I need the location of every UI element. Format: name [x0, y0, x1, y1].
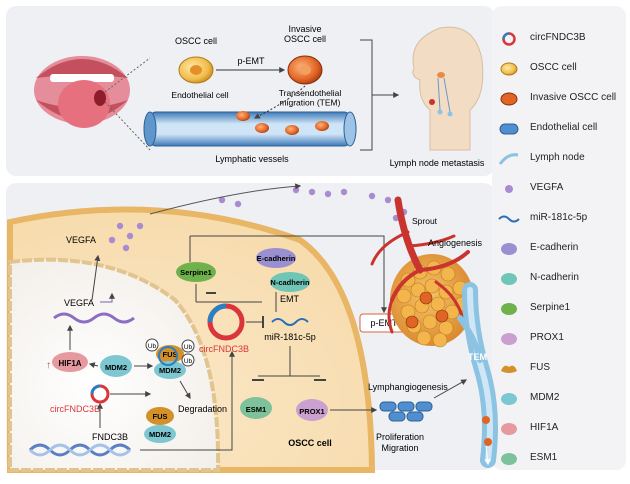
hif1a-icon	[501, 423, 517, 435]
legend-item: Lymph node	[498, 148, 628, 178]
oscc-cell-bottom-label: OSCC cell	[288, 438, 332, 448]
svg-text:E-cadherin: E-cadherin	[257, 254, 296, 263]
legend-item: OSCC cell	[498, 58, 628, 88]
mir-181c-5p-strand	[271, 318, 309, 326]
tumor-lesion	[94, 90, 106, 106]
svg-text:ESM1: ESM1	[246, 405, 266, 414]
circrna-ring-icon	[502, 32, 516, 46]
blood-vessels	[370, 196, 470, 334]
circfndc3b-cytoplasm-label: circFNDC3B	[199, 344, 249, 354]
prox1-icon	[501, 333, 517, 345]
up-arrow-icon: ↑	[46, 360, 51, 371]
hif1a-label: HIF1A	[58, 359, 81, 368]
legend-item: Invasive OSCC cell	[498, 88, 628, 118]
mdm2-protein-a: MDM2	[100, 355, 132, 377]
hif1a-protein: HIF1A	[52, 352, 88, 372]
legend-item: FUS	[498, 358, 628, 388]
legend-item: Serpine1	[498, 298, 628, 328]
head-silhouette	[412, 26, 484, 151]
serpine1-icon	[501, 303, 517, 315]
vegfa-dot-icon	[505, 185, 513, 193]
mdm2-icon	[501, 393, 517, 405]
endothelial-cluster	[379, 401, 433, 422]
n-cadherin-icon	[501, 273, 517, 285]
esm1-protein: ESM1	[240, 397, 272, 419]
sprout-label: Sprout	[412, 216, 438, 226]
endothelial-cell-label: Endothelial cell	[171, 90, 228, 100]
proliferation-label: Proliferation	[376, 432, 424, 442]
legend-item: HIF1A	[498, 418, 628, 448]
degradation-label: Degradation	[178, 404, 227, 414]
legend-item: circFNDC3B	[498, 28, 628, 58]
lymphatic-vessel-bottom	[457, 282, 498, 468]
svg-text:MDM2: MDM2	[105, 363, 127, 372]
lymph-node-icon	[498, 153, 519, 165]
legend-item: MDM2	[498, 388, 628, 418]
esm1-icon	[501, 453, 517, 465]
legend-item: ESM1	[498, 448, 628, 478]
legend-item: miR-181c-5p	[498, 208, 628, 238]
serpine1-protein: Serpine1	[176, 262, 216, 282]
svg-text:N-cadherin: N-cadherin	[270, 278, 310, 287]
emt-label: EMT	[280, 294, 300, 304]
vegfa-outside-label: VEGFA	[66, 235, 96, 245]
svg-text:FUS: FUS	[153, 412, 168, 421]
prox1-protein: PROX1	[296, 399, 328, 421]
fndc3b-dna	[28, 443, 132, 457]
svg-text:Ub: Ub	[184, 344, 193, 351]
oscc-cell-icon	[500, 62, 518, 76]
svg-text:Serpine1: Serpine1	[180, 268, 212, 277]
legend-item: E-cadherin	[498, 238, 628, 268]
lymphangiogenesis-label: Lymphangiogenesis	[368, 382, 448, 392]
p-emt-label: p-EMT	[238, 56, 266, 66]
svg-text:FUS: FUS	[163, 350, 178, 359]
svg-text:Ub: Ub	[148, 343, 157, 350]
p-emt-box-label: p-EMT	[371, 318, 399, 328]
vegfa-gene-label: VEGFA	[64, 298, 94, 308]
invasive-cell-icon	[500, 92, 518, 106]
circfndc3b-cytoplasm	[207, 303, 245, 341]
migrating-cells	[236, 111, 329, 135]
angiogenesis-label: Angiogenesis	[428, 238, 483, 248]
lymphatic-vessels-label: Lymphatic vessels	[215, 154, 289, 164]
e-cadherin-protein: E-cadherin	[256, 248, 296, 268]
mirna-strand-icon	[498, 215, 520, 223]
tem-bottom-label: TEM	[468, 352, 487, 362]
mir-label: miR-181c-5p	[264, 332, 316, 342]
lymphatic-vessel	[143, 111, 357, 147]
oscc-cell-label: OSCC cell	[175, 36, 217, 46]
legend: circFNDC3B OSCC cell Invasive OSCC cell …	[498, 28, 628, 478]
legend-item: VEGFA	[498, 178, 628, 208]
legend-item: PROX1	[498, 328, 628, 358]
svg-text:MDM2: MDM2	[159, 366, 181, 375]
fus-mdm2-ub-complex: FUS MDM2 Ub Ub Ub	[145, 338, 195, 379]
legend-panel-background	[492, 6, 626, 470]
endothelial-cell-icon	[499, 123, 519, 135]
fndc3b-label: FNDC3B	[92, 432, 128, 442]
svg-text:MDM2: MDM2	[149, 430, 171, 439]
fus-mdm2-lower: FUS MDM2	[144, 407, 176, 443]
svg-text:Ub: Ub	[184, 358, 193, 365]
fus-icon	[501, 365, 517, 373]
n-cadherin-protein: N-cadherin	[270, 272, 310, 292]
lymph-node-metastasis-label: Lymph node metastasis	[390, 158, 485, 168]
migration-label: Migration	[381, 443, 418, 453]
vegfa-gene-dna	[53, 312, 135, 324]
e-cadherin-icon	[501, 243, 517, 255]
legend-item: Endothelial cell	[498, 118, 628, 148]
circfndc3b-nuclear	[90, 384, 110, 404]
circfndc3b-nuclear-label: circFNDC3B	[50, 404, 100, 414]
mouth-illustration	[34, 56, 130, 128]
legend-item: N-cadherin	[498, 268, 628, 298]
svg-text:PROX1: PROX1	[299, 407, 324, 416]
